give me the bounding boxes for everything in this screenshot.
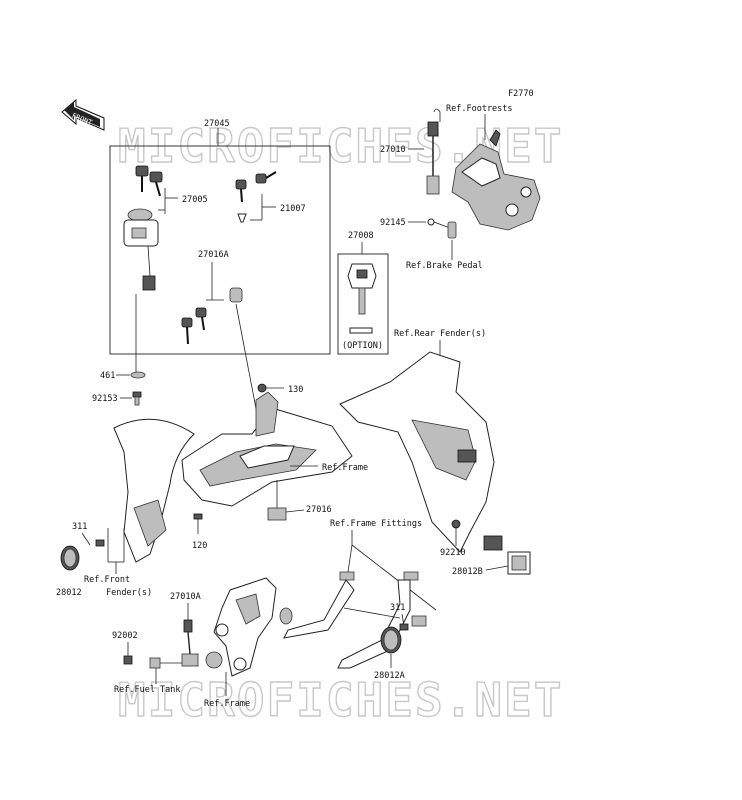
seat-lock-bracket-icon [267,480,305,521]
label-ref-front-fender-1: Ref.Front [84,575,130,585]
figure-code: F2770 [508,89,534,99]
label-ref-fuel-tank: Ref.Fuel Tank [114,685,181,695]
washer-icon [130,371,146,379]
label-311-right: 311 [390,603,405,613]
ignition-key-icon [135,165,163,197]
ignition-switch-icon [123,208,159,291]
label-461: 461 [100,371,115,381]
label-option: (OPTION) [342,341,383,351]
spring-icon [427,218,457,239]
label-28012A: 28012A [374,671,405,681]
front-reflector-icon [60,545,80,571]
label-92210: 92210 [440,548,466,558]
option-key-box [337,253,389,355]
screw-left-icon [95,539,105,547]
label-27008: 27008 [348,231,374,241]
hose-clamp-icon [149,657,182,669]
label-ref-frame-fittings: Ref.Frame Fittings [330,519,422,529]
label-27016: 27016 [306,505,332,515]
label-27005: 27005 [182,195,208,205]
screw-right-icon [399,615,427,631]
front-arrow-icon: FRONT [61,98,105,131]
label-ref-footrests: Ref.Footrests [446,104,513,114]
nut-icon [451,519,461,529]
label-92002: 92002 [112,631,138,641]
label-21007: 21007 [280,204,306,214]
label-ref-frame-1: Ref.Frame [322,463,368,473]
helmet-lock-key-icon [235,171,277,223]
front-brake-switch-icon [181,619,199,667]
label-27010A: 27010A [170,592,201,602]
main-stand-icon [279,571,419,669]
label-ref-rear-fender: Ref.Rear Fender(s) [394,329,486,339]
label-ref-brake-pedal: Ref.Brake Pedal [406,261,483,271]
label-92145: 92145 [380,218,406,228]
watermark-bottom: MICROFICHES.NET [118,673,563,727]
label-120: 120 [192,541,207,551]
front-fender-icon [113,418,195,563]
bolt-icon [132,391,142,406]
bolt-120-icon [193,513,203,534]
label-27010: 27010 [380,145,406,155]
side-reflector-icon [380,626,402,654]
label-ref-front-fender-2: Fender(s) [106,588,152,598]
rear-reflector-icon [507,551,531,575]
label-27016A: 27016A [198,250,229,260]
seat-lock-key-icon [181,287,243,345]
label-130: 130 [288,385,303,395]
footrest-bracket-icon [451,129,541,231]
front-footrest-bracket-icon [205,577,277,677]
label-ref-frame-2: Ref.Frame [204,699,250,709]
label-311-left: 311 [72,522,87,532]
brake-light-switch-icon [426,108,441,195]
key-set-box [109,128,331,355]
label-27045: 27045 [204,119,230,129]
label-28012B: 28012B [452,567,483,577]
label-28012: 28012 [56,588,82,598]
label-92153: 92153 [92,394,118,404]
rear-fender-icon [339,351,503,553]
bolt-92002-icon [123,655,133,665]
frame-assembly-icon [181,383,353,507]
